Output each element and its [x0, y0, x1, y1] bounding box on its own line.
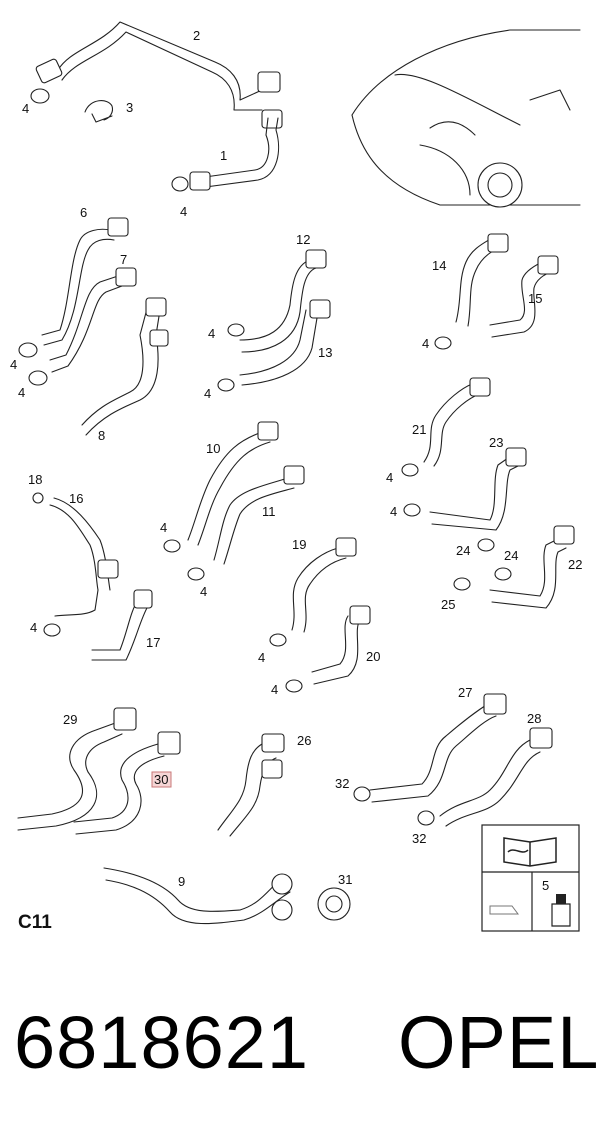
hose-21 — [401, 377, 491, 477]
hose-10 — [163, 421, 279, 553]
hose-23 — [403, 447, 527, 531]
label-2: 2 — [193, 28, 200, 43]
diagram-code: C11 — [18, 912, 52, 933]
label-20: 20 — [366, 649, 380, 664]
label-30: 30 — [154, 772, 168, 787]
label-24: 24 — [504, 548, 518, 563]
oil-can-icon — [489, 905, 519, 915]
label-4: 4 — [208, 326, 215, 341]
hose-8 — [81, 297, 169, 436]
label-24: 24 — [456, 543, 470, 558]
label-4: 4 — [390, 504, 397, 519]
hose-19 — [269, 537, 357, 647]
label-32: 32 — [412, 831, 426, 846]
label-4: 4 — [22, 101, 29, 116]
clamps-4-row2 — [18, 342, 48, 386]
label-4: 4 — [200, 584, 207, 599]
label-32: 32 — [335, 776, 349, 791]
label-23: 23 — [489, 435, 503, 450]
label-26: 26 — [297, 733, 311, 748]
label-27: 27 — [458, 685, 472, 700]
hose-13 — [217, 299, 331, 392]
label-10: 10 — [206, 441, 220, 456]
label-4: 4 — [160, 520, 167, 535]
car-illustration — [351, 29, 581, 208]
label-13: 13 — [318, 345, 332, 360]
label-4: 4 — [271, 682, 278, 697]
clamps-24-25 — [453, 538, 512, 591]
label-6: 6 — [80, 205, 87, 220]
cap-18 — [32, 492, 44, 504]
hose-28 — [417, 727, 553, 827]
label-11: 11 — [262, 504, 276, 519]
label-12: 12 — [296, 232, 310, 247]
hose-6 — [41, 217, 129, 346]
label-4: 4 — [180, 204, 187, 219]
label-18: 18 — [28, 472, 42, 487]
label-16: 16 — [69, 491, 83, 506]
label-5: 5 — [542, 878, 549, 893]
hose-1 — [189, 117, 280, 191]
hose-11 — [187, 465, 305, 581]
clamp-4-row3a — [43, 623, 61, 637]
part-number: 6818621 — [14, 1001, 310, 1084]
label-4: 4 — [30, 620, 37, 635]
label-9: 9 — [178, 874, 185, 889]
label-28: 28 — [527, 711, 541, 726]
hose-14 — [434, 233, 509, 350]
label-25: 25 — [441, 597, 455, 612]
label-4: 4 — [18, 385, 25, 400]
spray-bottle-icon — [551, 894, 571, 927]
hose-27 — [353, 693, 507, 803]
label-21: 21 — [412, 422, 426, 437]
hose-29 — [17, 707, 137, 831]
hose-17 — [91, 589, 153, 661]
label-31: 31 — [338, 872, 352, 887]
hose-30 — [73, 731, 181, 835]
label-1: 1 — [220, 148, 227, 163]
service-info-box — [481, 824, 580, 932]
label-8: 8 — [98, 428, 105, 443]
hose-2 — [35, 21, 283, 129]
label-4: 4 — [10, 357, 17, 372]
hose-15 — [489, 255, 559, 338]
hose-12 — [227, 249, 327, 353]
label-4: 4 — [258, 650, 265, 665]
label-3: 3 — [126, 100, 133, 115]
hose-16 — [49, 497, 119, 617]
label-7: 7 — [120, 252, 127, 267]
label-19: 19 — [292, 537, 306, 552]
label-14: 14 — [432, 258, 446, 273]
hose-7 — [49, 267, 137, 373]
book-icon — [503, 837, 557, 867]
hose-20 — [285, 605, 371, 693]
label-29: 29 — [63, 712, 77, 727]
hose-9 — [103, 867, 293, 925]
label-15: 15 — [528, 291, 542, 306]
label-22: 22 — [568, 557, 582, 572]
clamp-4-top — [30, 88, 189, 192]
label-4: 4 — [386, 470, 393, 485]
label-4: 4 — [204, 386, 211, 401]
label-17: 17 — [146, 635, 160, 650]
clip-3 — [84, 100, 114, 123]
hose-22 — [489, 525, 575, 609]
clip-31 — [317, 887, 351, 921]
brand-name: OPEL — [398, 1001, 600, 1084]
hose-26 — [217, 733, 285, 837]
label-4: 4 — [422, 336, 429, 351]
parts-diagram: 2 4 3 1 4 6 7 4 4 8 12 4 13 4 14 15 4 21… — [10, 21, 582, 932]
